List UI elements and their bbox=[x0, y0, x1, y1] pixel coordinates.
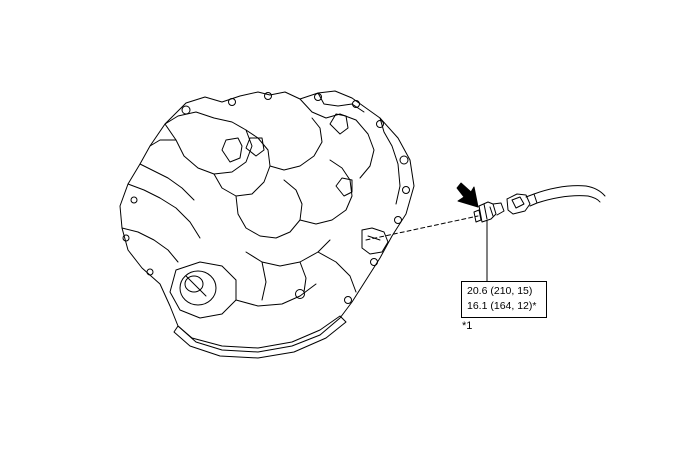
torque-spec-box: 20.6 (210, 15) 16.1 (164, 12)* bbox=[461, 281, 547, 318]
torque-spec-line-2: 16.1 (164, 12)* bbox=[467, 300, 537, 312]
connector-wire-drawing bbox=[506, 185, 606, 215]
transaxle-assembly-drawing bbox=[119, 90, 415, 359]
alignment-dashed-line bbox=[365, 215, 479, 241]
install-direction-arrow-icon bbox=[456, 182, 479, 208]
torque-spec-line-1: 20.6 (210, 15) bbox=[467, 285, 533, 297]
speed-sensor-drawing bbox=[473, 201, 505, 223]
callout-label: *1 bbox=[462, 320, 473, 332]
